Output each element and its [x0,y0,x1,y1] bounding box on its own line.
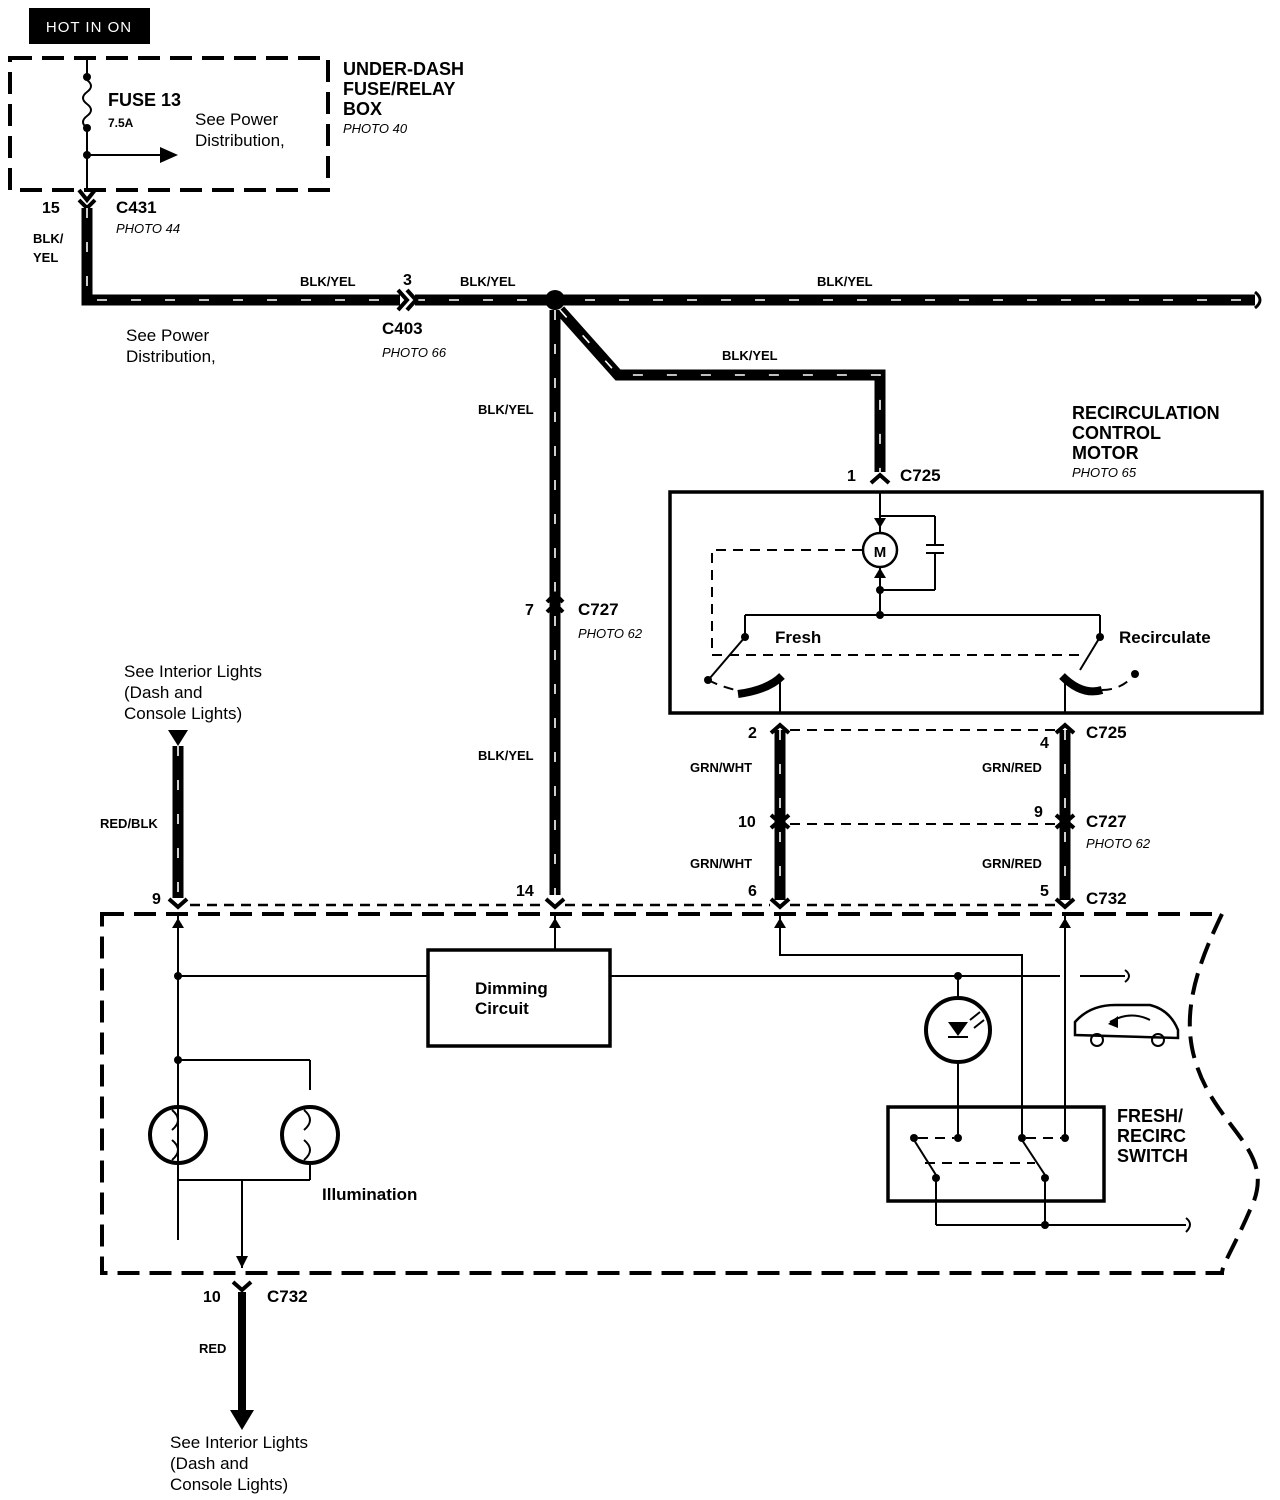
splice-point [545,290,565,310]
svg-text:Fresh: Fresh [775,628,821,647]
svg-text:(Dash and: (Dash and [124,683,202,702]
svg-text:BLK/YEL: BLK/YEL [817,274,873,289]
wire-blk-yel-to-motor: BLK/YEL 1 C725 [555,306,941,485]
svg-text:GRN/WHT: GRN/WHT [690,760,752,775]
arrow-right-icon [160,147,178,163]
connector-c403: 3 C403 PHOTO 66 See Power Distribution, [126,272,447,366]
svg-text:6: 6 [748,883,757,900]
fuse-box-photo: PHOTO 40 [343,121,408,136]
fresh-recirc-switch-assembly: Dimming Circuit Illumination [100,912,1260,1275]
illumination-bulb-icon [148,1105,208,1165]
svg-text:3: 3 [403,272,412,289]
svg-text:1: 1 [847,468,856,485]
fuse-box-title-3: BOX [343,99,382,119]
wire-blk-yel-main: BLK/YEL BLK/YEL BLK/YEL [81,208,1262,310]
svg-text:BLK/YEL: BLK/YEL [722,348,778,363]
output-arrow-icon [230,1410,254,1430]
svg-text:10: 10 [738,814,756,831]
svg-text:Console Lights): Console Lights) [170,1475,288,1494]
connector-c732-top: 9 14 [152,883,1076,910]
svg-text:2: 2 [748,725,757,742]
fuse-box-title-1: UNDER-DASH [343,59,464,79]
recirc-cam-icon [1059,673,1104,696]
dimming-circuit [426,948,612,1048]
wire-continues-icon [1254,290,1262,310]
svg-text:C727: C727 [1086,812,1127,831]
fuse-relay-box: FUSE 13 7.5A See Power Distribution, UND… [8,56,464,192]
svg-text:M: M [874,544,887,561]
svg-text:5: 5 [1040,883,1049,900]
svg-text:PHOTO 62: PHOTO 62 [578,626,643,641]
illumination-bulb-icon [280,1105,340,1165]
fuse-name: FUSE 13 [108,90,181,110]
svg-text:C431: C431 [116,198,157,217]
svg-text:(Dash and: (Dash and [170,1454,248,1473]
svg-text:PHOTO 44: PHOTO 44 [116,221,180,236]
fresh-recirc-switch [886,1105,1106,1203]
svg-text:BLK/YEL: BLK/YEL [478,402,534,417]
svg-text:10: 10 [203,1289,221,1306]
svg-text:9: 9 [152,891,161,908]
fuse-rating: 7.5A [108,116,134,130]
wire-red-blk: See Interior Lights (Dash and Console Li… [100,662,262,898]
wire-blk-yel-to-switch: BLK/YEL BLK/YEL 7 C727 PHOTO 62 [478,310,643,895]
svg-text:9: 9 [1034,804,1043,821]
svg-text:BLK/: BLK/ [33,231,64,246]
hot-in-on-badge: HOT IN ON [29,8,150,44]
connector-c431: 15 C431 PHOTO 44 BLK/ YEL [33,188,180,265]
svg-text:MOTOR: MOTOR [1072,443,1139,463]
svg-text:Circuit: Circuit [475,999,529,1018]
svg-text:BLK/YEL: BLK/YEL [300,274,356,289]
svg-text:CONTROL: CONTROL [1072,423,1161,443]
fresh-cam-icon [737,673,785,698]
fuse-ref-line1: See Power [195,110,278,129]
svg-text:GRN/WHT: GRN/WHT [690,856,752,871]
wire-grn-wht: GRN/WHT GRN/WHT 2 10 6 [690,722,791,900]
svg-text:Illumination: Illumination [322,1185,417,1204]
input-arrow-icon [168,730,188,746]
svg-text:SWITCH: SWITCH [1117,1146,1188,1166]
svg-text:4: 4 [1040,735,1049,752]
svg-text:GRN/RED: GRN/RED [982,856,1042,871]
svg-text:HOT IN ON: HOT IN ON [46,19,132,36]
svg-text:RED/BLK: RED/BLK [100,816,158,831]
svg-text:C727: C727 [578,600,619,619]
svg-text:BLK/YEL: BLK/YEL [460,274,516,289]
svg-text:PHOTO 66: PHOTO 66 [382,345,447,360]
fuse-box-title-2: FUSE/RELAY [343,79,455,99]
svg-text:7: 7 [525,602,534,619]
svg-text:C725: C725 [900,466,941,485]
svg-text:RECIRCULATION: RECIRCULATION [1072,403,1220,423]
svg-text:C403: C403 [382,319,423,338]
svg-text:C732: C732 [267,1287,308,1306]
fuse-ref-line2: Distribution, [195,131,285,150]
svg-text:14: 14 [516,883,534,900]
svg-text:GRN/RED: GRN/RED [982,760,1042,775]
svg-text:FRESH/: FRESH/ [1117,1106,1183,1126]
svg-text:PHOTO 62: PHOTO 62 [1086,836,1151,851]
recirculation-car-icon [1073,1003,1180,1040]
svg-text:See Power: See Power [126,326,209,345]
svg-text:See Interior Lights: See Interior Lights [124,662,262,681]
svg-text:Distribution,: Distribution, [126,347,216,366]
svg-text:Console Lights): Console Lights) [124,704,242,723]
wire-red-output: 10 C732 RED See Interior Lights (Dash an… [170,1280,308,1494]
fuse-icon [82,79,92,129]
svg-text:RED: RED [199,1341,226,1356]
wire-grn-red: GRN/RED GRN/RED 4 C725 9 C727 PHOTO 62 5… [982,722,1151,908]
svg-text:See Interior Lights: See Interior Lights [170,1433,308,1452]
svg-text:YEL: YEL [33,250,58,265]
svg-text:Dimming: Dimming [475,979,548,998]
svg-text:15: 15 [42,200,60,217]
svg-text:Recirculate: Recirculate [1119,628,1211,647]
svg-text:C725: C725 [1086,723,1127,742]
recirculation-control-motor: RECIRCULATION CONTROL MOTOR PHOTO 65 M [668,403,1264,715]
svg-text:BLK/YEL: BLK/YEL [478,748,534,763]
svg-text:C732: C732 [1086,889,1127,908]
svg-text:RECIRC: RECIRC [1117,1126,1186,1146]
svg-text:PHOTO 65: PHOTO 65 [1072,465,1137,480]
